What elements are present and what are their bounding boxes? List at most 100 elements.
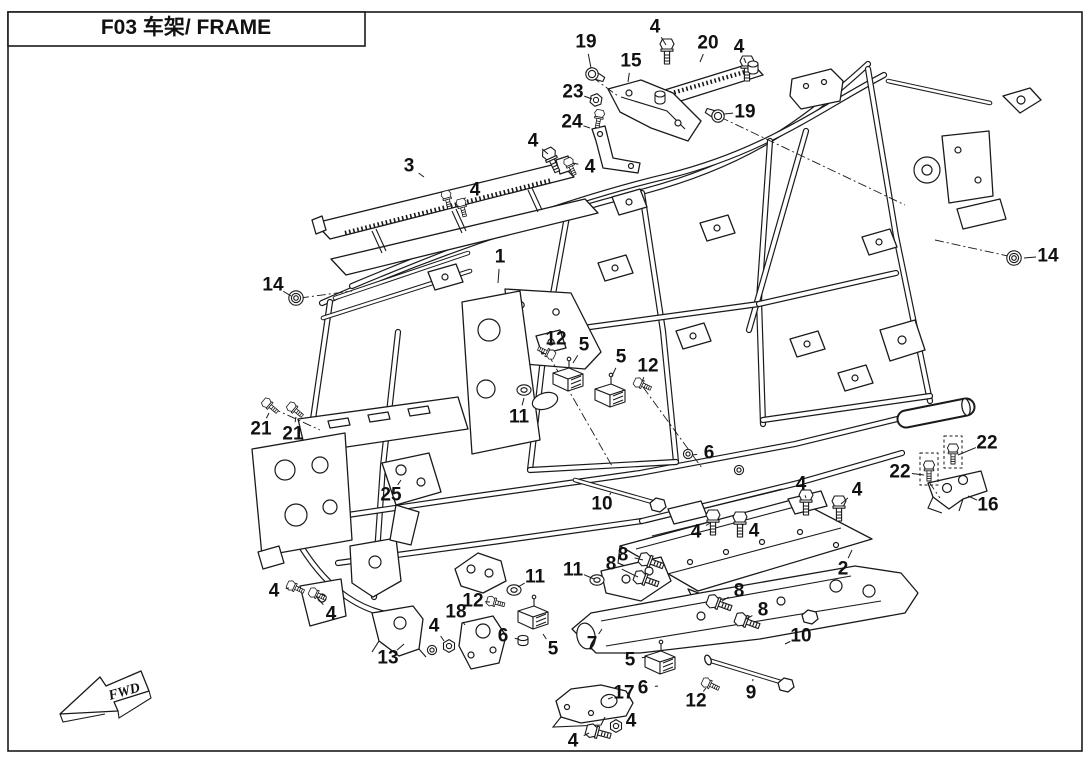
callout-5: 5 [542,633,559,660]
callout-4: 4 [650,17,667,46]
callout-number: 12 [462,591,483,612]
leader-line [691,453,698,456]
smallbolt-icon [286,401,304,418]
title-block: F03 车架/ FRAME [7,11,366,47]
ref-line [719,116,906,206]
leader-line [804,495,807,499]
callout-number: 4 [585,157,596,178]
callout-number: 8 [758,600,769,621]
leader-line [440,635,445,642]
callout-4: 4 [840,480,863,505]
callout-16: 16 [967,495,999,516]
callout-10: 10 [591,492,613,515]
callout-number: 4 [650,17,661,38]
leader-line [611,367,617,377]
grommet-icon [506,584,522,596]
callout-21: 21 [282,416,304,445]
callout-number: 6 [638,678,649,699]
leader-line [660,36,667,46]
leader-line [265,412,270,419]
nut-icon [609,719,623,733]
callout-number: 2 [838,559,849,580]
leader-line [541,148,549,155]
leader-line [621,568,639,578]
callout-number: 14 [262,275,284,296]
callout-number: 4 [852,480,863,501]
bolt-icon [733,612,761,630]
callout-22: 22 [889,462,925,483]
callout-number: 20 [697,33,718,54]
callout-number: 11 [509,407,530,428]
leader-line [967,495,978,501]
callout-4: 4 [463,180,481,201]
callout-4: 4 [429,616,445,642]
leader-line [607,696,613,700]
callout-4: 4 [734,37,747,64]
leader-line [627,72,630,83]
callout-4: 4 [619,711,637,732]
callout-14: 14 [262,275,292,297]
callout-number: 4 [734,37,745,58]
callout-4: 4 [796,474,807,499]
page-title: F03 车架/ FRAME [101,15,271,39]
leader-line [705,522,711,526]
smallbolt-icon [440,189,452,210]
leader-line [699,53,704,63]
leader-line [784,640,791,645]
bolt-icon [705,594,733,612]
grommet-icon [589,574,605,586]
leader-line [583,732,590,737]
callout-18: 18 [445,602,467,626]
callout-7: 7 [587,628,603,655]
leader-line [723,112,734,115]
leader-line [583,125,591,129]
callout-6: 6 [498,626,519,647]
bolt-icon [541,146,561,174]
leader-line [514,637,519,640]
callout-20: 20 [697,33,719,63]
title-box [7,11,366,47]
smallbolt-icon [563,156,577,176]
callout-19: 19 [723,102,756,123]
callout-number: 15 [620,51,642,72]
ref-line [299,290,353,299]
callout-number: 3 [404,156,415,177]
leader-line [542,633,547,640]
leader-line [702,687,707,692]
callout-number: 5 [548,639,559,660]
callout-number: 4 [568,731,579,752]
callout-number: 19 [575,32,596,53]
page-border [7,11,1083,752]
callout-number: 11 [525,567,546,588]
callout-10: 10 [784,626,812,647]
ref-line [934,239,1009,257]
frame-line-art-plates [251,62,1042,728]
callout-number: 4 [470,180,481,201]
bolt-icon [632,570,660,588]
callout-5: 5 [572,335,590,364]
smallbolt-icon [485,595,506,607]
bobbin-icon [747,60,759,75]
callout-number: 16 [977,495,998,516]
callout-number: 19 [734,102,755,123]
leader-line [497,268,500,284]
callout-15: 15 [620,51,642,83]
washer-icon [682,448,694,460]
callout-4: 4 [572,157,596,178]
bolt-icon [584,723,612,739]
leader-line [294,416,297,423]
leader-line [847,549,853,559]
callout-13: 13 [377,643,405,669]
leader-line [587,53,592,69]
callout-number: 24 [561,112,583,133]
callout-21: 21 [250,412,272,440]
leader-line [572,162,579,165]
leader-line [418,172,425,178]
callout-number: 17 [613,683,634,704]
callout-number: 10 [591,494,612,515]
callout-14: 14 [1023,246,1059,267]
nut-icon [589,93,603,107]
mount-icon [594,372,626,408]
leader-line [743,57,747,64]
